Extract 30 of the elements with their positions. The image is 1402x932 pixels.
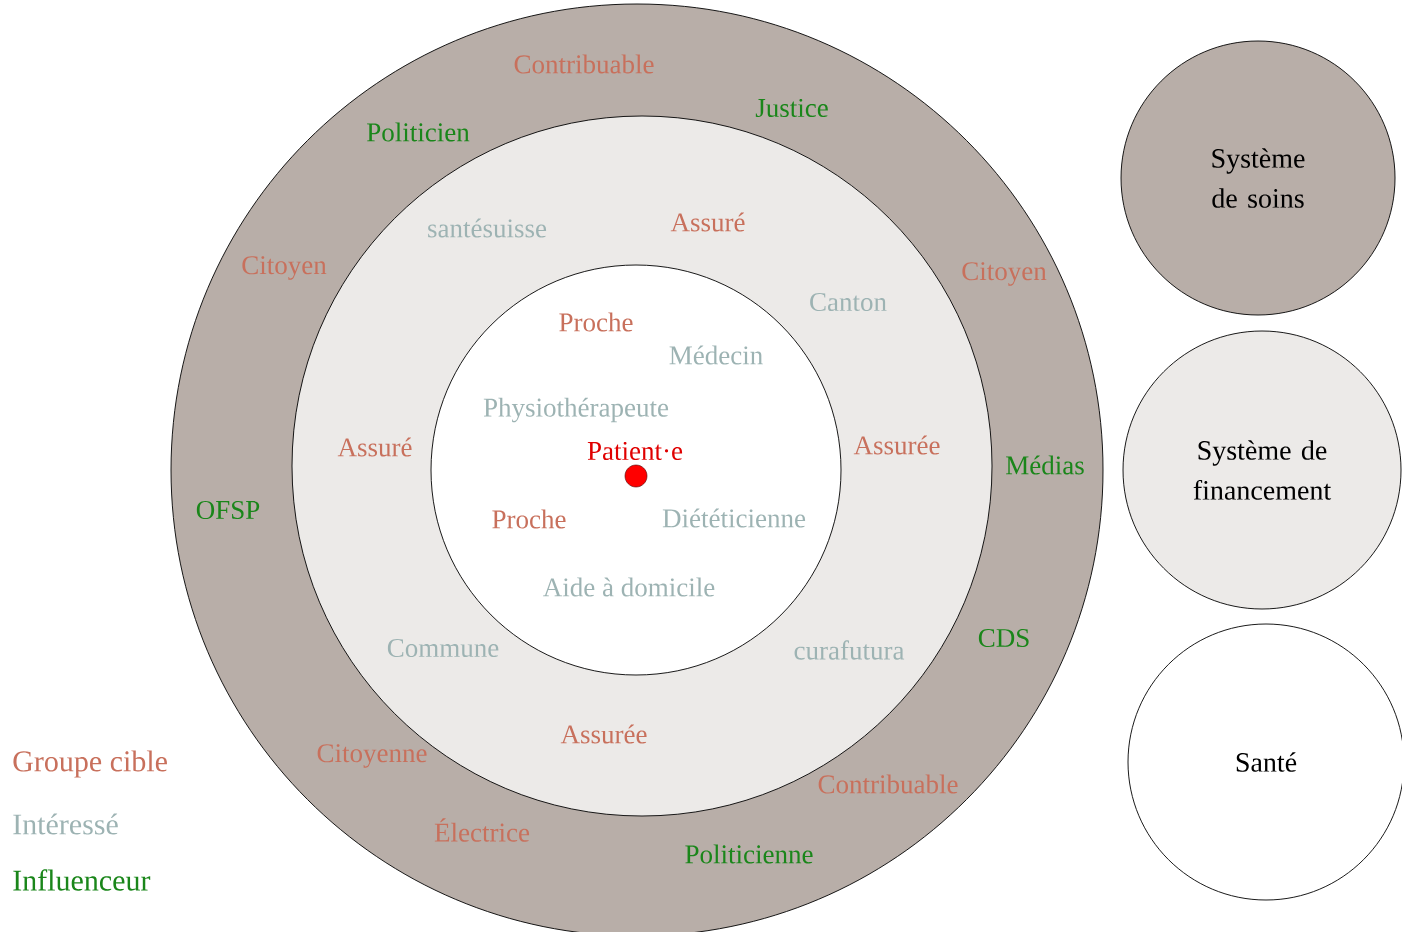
role-label: Aide à domicile xyxy=(543,577,715,597)
role-label: Patient·e xyxy=(587,441,683,461)
role-label: santésuisse xyxy=(428,218,547,238)
role-label: curafutura xyxy=(794,640,905,660)
legend-entry: Groupe cible xyxy=(13,750,167,778)
role-label: Justice xyxy=(755,98,828,118)
role-label: Citoyenne xyxy=(317,744,427,768)
role-label: Physiothérapeute xyxy=(483,397,669,423)
role-label: Canton xyxy=(810,292,887,312)
role-label: Politicienne xyxy=(685,844,813,864)
role-label: Proche xyxy=(559,312,633,332)
role-label: Commune xyxy=(387,638,499,658)
role-label: Assuré xyxy=(337,437,412,457)
role-label: Diététicienne xyxy=(662,508,806,528)
role-label: CDS xyxy=(978,628,1029,648)
role-label: Assurée xyxy=(560,724,647,744)
role-label: Assurée xyxy=(853,435,940,455)
role-label: Contribuable xyxy=(514,54,654,74)
role-label: Assuré xyxy=(670,212,745,232)
role-label: Médecin xyxy=(669,345,763,365)
role-label: OFSP xyxy=(196,500,260,520)
role-label: Contribuable xyxy=(818,774,958,794)
legend-entry: Intéressé xyxy=(13,813,118,835)
role-label: Citoyen xyxy=(962,262,1047,286)
role-label: Proche xyxy=(492,509,566,529)
role-label: Citoyen xyxy=(242,256,327,280)
role-label: Électrice xyxy=(434,818,530,842)
role-label: Politicien xyxy=(367,122,470,142)
role-label: Médias xyxy=(1006,455,1084,475)
legend-entry: Influenceur xyxy=(13,869,151,891)
